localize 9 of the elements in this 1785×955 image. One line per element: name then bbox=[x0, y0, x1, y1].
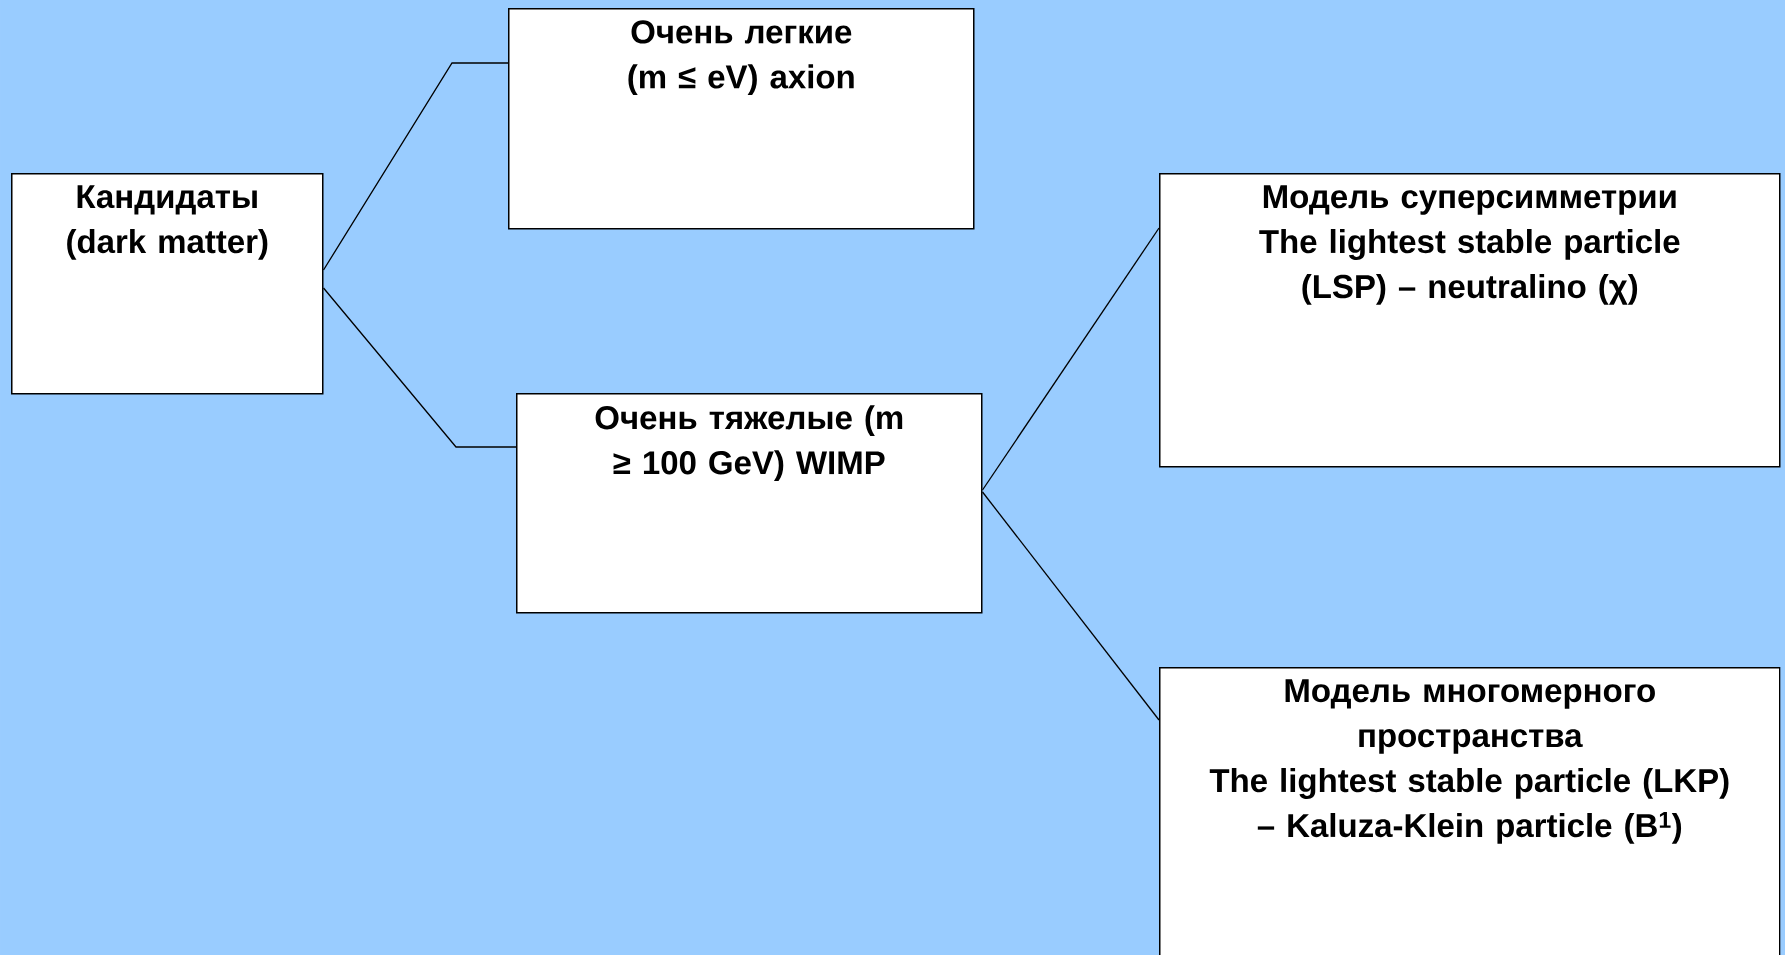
text-box: Модель многомерного пространства The lightest stable particle (LKP) – Kaluza-Klein particle (B$^{1}$) bbox=[1159, 667, 1781, 955]
text-box: Очень легкие (m ≤ eV) axion bbox=[508, 8, 975, 230]
connector-line bbox=[322, 287, 517, 448]
connector-line bbox=[981, 227, 1160, 491]
connector-line bbox=[981, 491, 1160, 721]
text-box: Очень тяжелые (m ≥ 100 GeV) WIMP bbox=[516, 393, 983, 614]
connector-line bbox=[322, 62, 509, 271]
text-box: Модель суперсимметрии The lightest stable particle (LSP) – neutralino (χ) bbox=[1159, 173, 1781, 468]
text-box: Кандидаты (dark matter) bbox=[11, 173, 324, 395]
